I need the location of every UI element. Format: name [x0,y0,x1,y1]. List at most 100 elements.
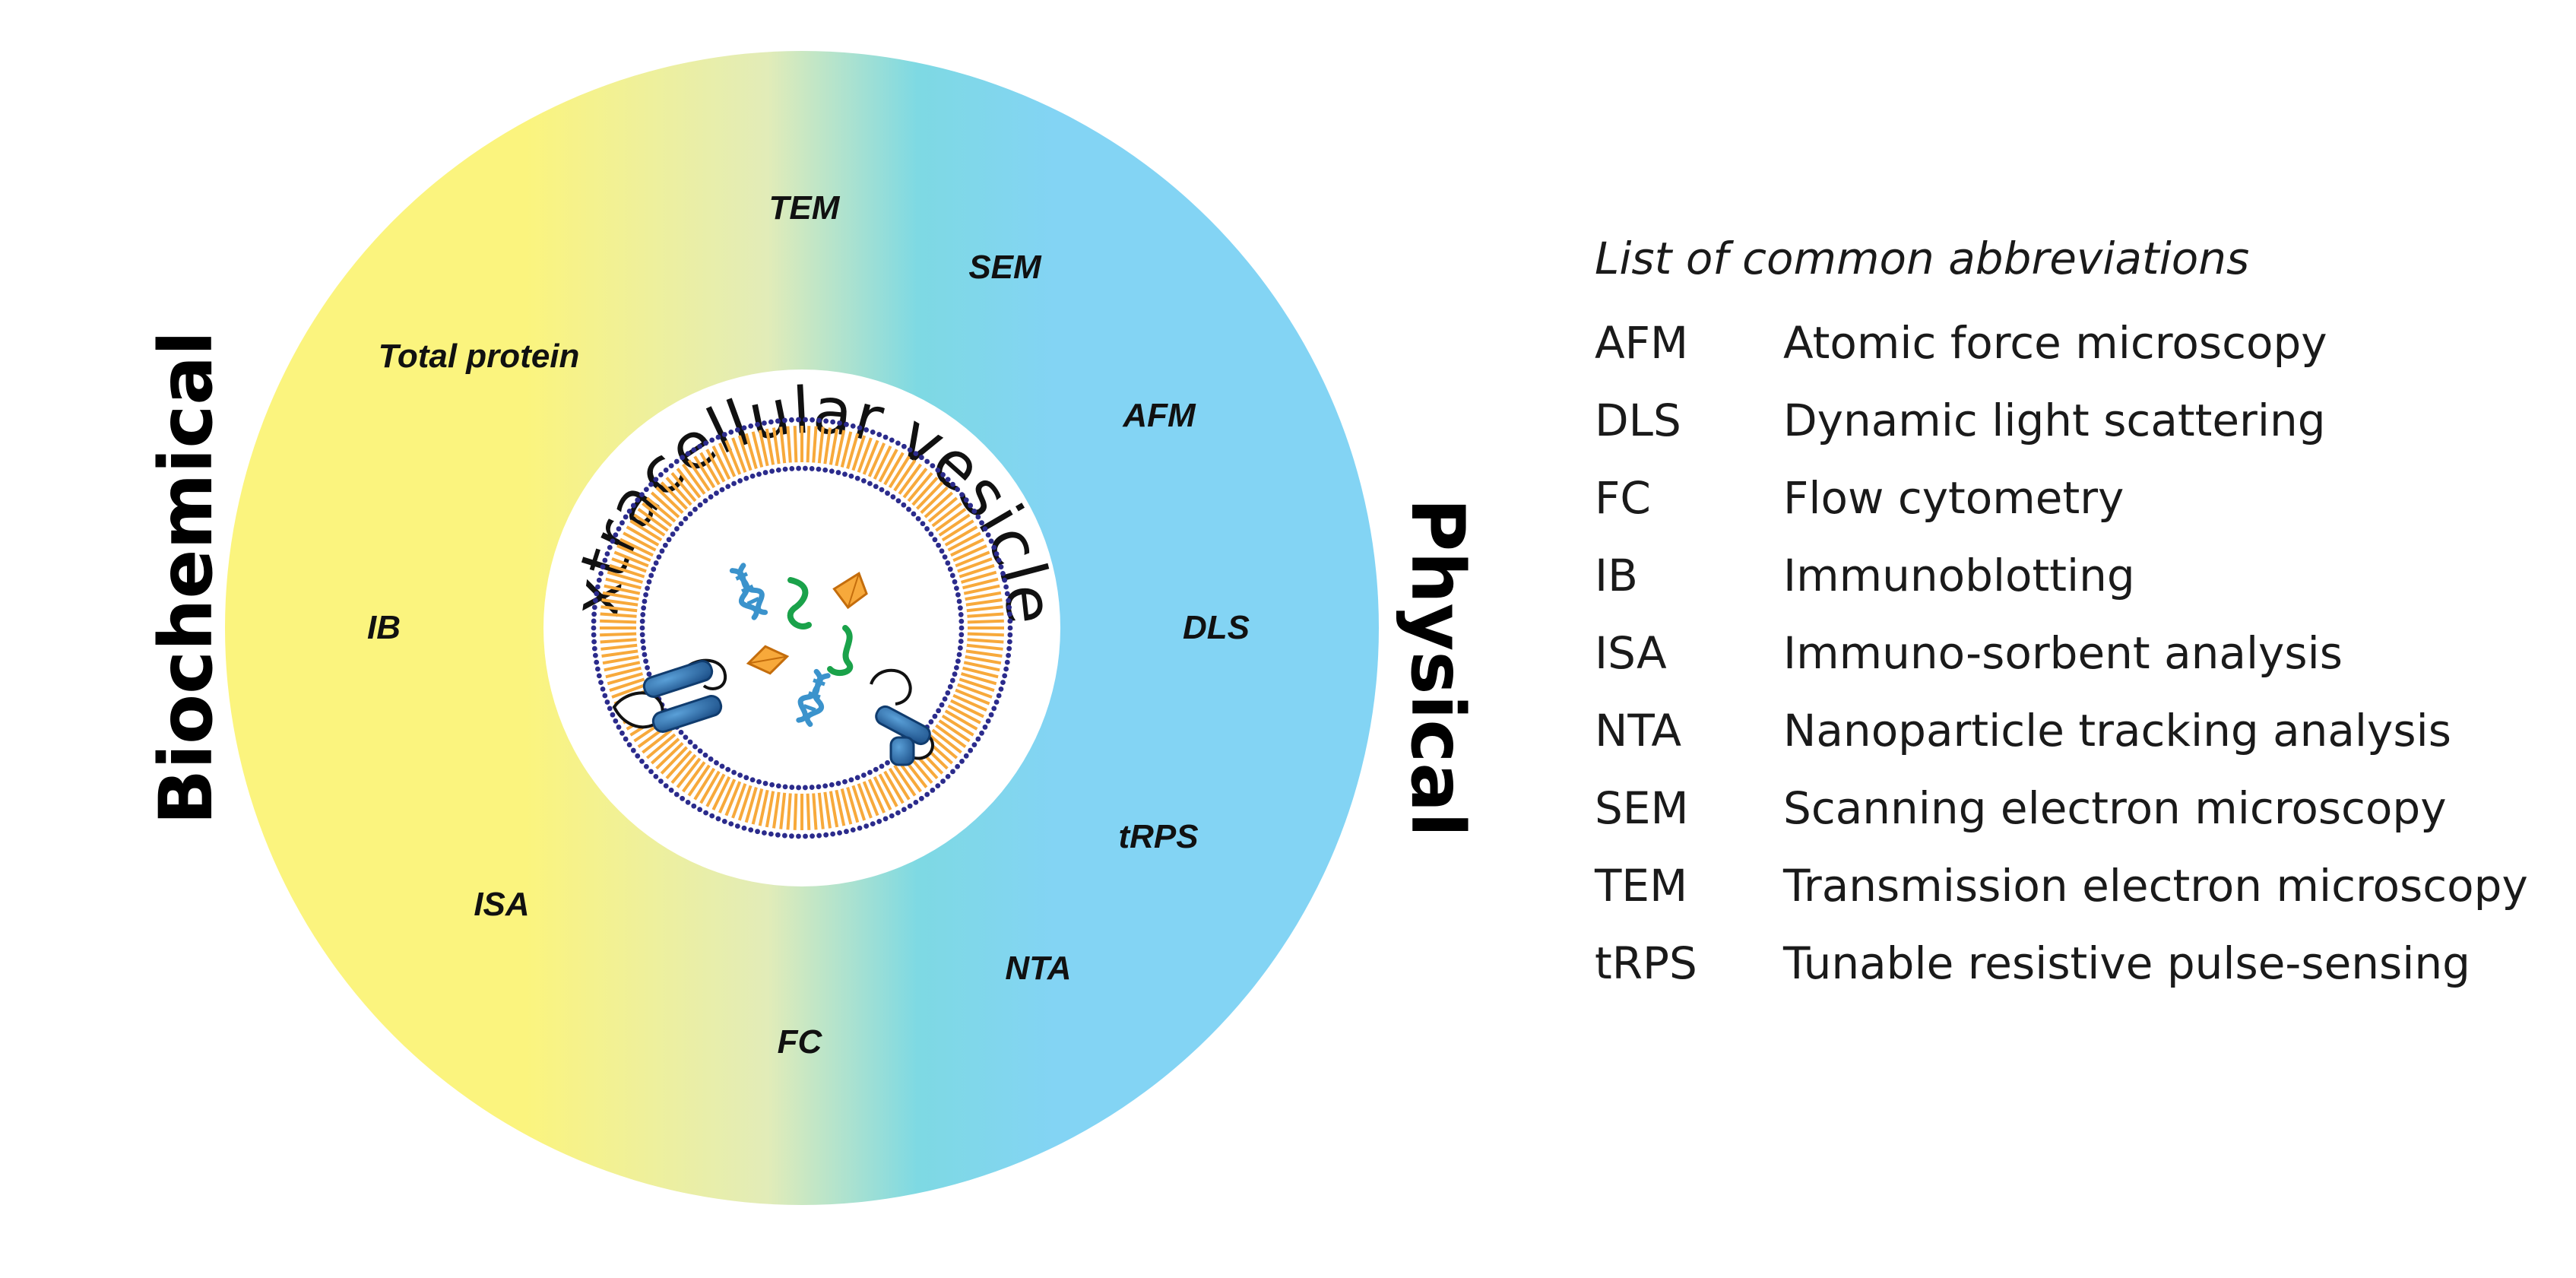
lipid-head [975,736,981,742]
lipid-head [616,526,622,531]
lipid-head [1006,645,1012,652]
lipid-head [848,777,854,783]
lipid-head [668,463,674,468]
lipid-tail [829,428,839,465]
lipid-head [810,417,815,423]
lipid-head [940,779,946,784]
lipid-tail [902,468,928,499]
lipid-tail [600,632,637,637]
lipid-tail [941,714,974,737]
lipid-head [928,719,934,725]
lipid-head [703,810,708,816]
legend-abbr: FC [1595,472,1651,524]
lipid-head [702,752,708,758]
lipid-tail [744,787,758,823]
lipid-head [1007,632,1013,638]
lipid-head [830,831,836,837]
method-label-fc: FC [778,1023,823,1061]
lipid-head [936,708,942,714]
lipid-tail [765,791,775,828]
lipid-tail [718,779,737,813]
lipid-head [802,465,808,471]
lipid-head [1004,659,1010,665]
lipid-head [594,666,600,672]
lipid-tail [938,719,971,743]
lipid-tail [840,431,853,468]
lipid-tail [793,793,798,830]
lipid-head [656,554,662,560]
lipid-tail [888,455,911,489]
method-label-tem: TEM [769,189,841,227]
lipid-head [619,520,625,526]
legend-row: TEM Transmission electron microscopy [1595,847,2552,924]
lipid-tail [962,577,999,590]
lipid-head [982,526,988,531]
lipid-tail [955,550,990,568]
lipid-head [958,612,964,617]
lipid-tail [600,643,638,651]
lipid-head [1003,666,1009,672]
lipid-head [691,447,697,453]
lipid-tail [955,688,990,706]
lipid-tail [705,773,726,807]
lipid-head [741,425,747,431]
lipid-tail [601,649,638,658]
lipid-head [680,795,686,801]
lipid-head [741,825,747,831]
lipid-head [749,473,756,479]
lipid-head [959,758,965,764]
lipid-head [876,819,882,824]
lipid-head [867,769,873,775]
legend-desc: Nanoparticle tracking analysis [1783,705,2451,756]
legend-row: SEM Scanning electron microscopy [1595,769,2552,847]
lipid-head [947,683,953,690]
lipid-head [829,468,835,474]
lipid-tail [812,426,818,463]
lipid-head [988,712,994,718]
lipid-head [653,773,659,779]
lipid-head [789,466,795,471]
lipid-tail [873,776,892,810]
lipid-tail [967,632,1004,637]
lipid-head [958,625,965,631]
legend-abbr: ISA [1595,627,1667,679]
lipid-head [648,481,654,487]
transmembrane-protein-icon [870,668,934,766]
lipid-tail [967,619,1004,624]
lipid-head [1007,625,1013,631]
lipid-head [889,813,895,819]
lipid-head [755,421,760,427]
legend-abbr: tRPS [1595,937,1697,989]
lipid-head [604,551,610,557]
lipid-head [993,551,1000,557]
lipid-head [816,832,822,839]
lipid-head [626,742,632,748]
lipid-head [955,763,961,769]
lipid-head [996,693,1002,699]
lipid-head [683,515,689,522]
lipid-tail [758,430,769,467]
lipid-tail [893,459,917,492]
lipid-tail [920,486,949,515]
lipid-head [954,664,959,671]
lipid-tail [965,591,1002,601]
lipid-head [844,829,849,835]
legend-abbr: TEM [1595,860,1688,912]
lipid-head [598,680,604,686]
lipid-head [643,763,649,769]
lipid-tail [670,753,697,785]
lipid-head [816,417,822,423]
lipid-head [935,783,941,789]
lipid-head [680,455,686,461]
lipid-tail [751,788,764,825]
lipid-head [709,813,715,819]
lipid-tail [676,468,702,499]
lipid-tail [817,427,825,464]
lipid-head [687,739,693,745]
lipid-head [1007,611,1012,617]
lipid-head [762,781,768,786]
lipid-tail [829,791,839,828]
lipid-head [1002,577,1008,583]
lipid-head [822,467,829,473]
